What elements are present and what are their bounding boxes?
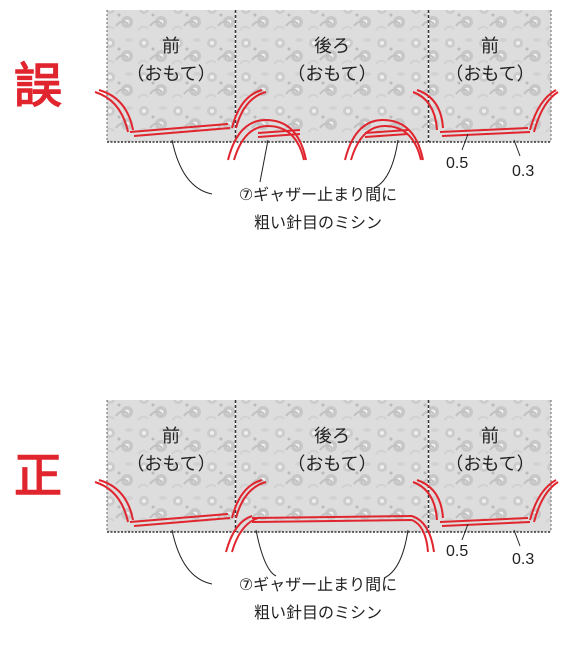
- wrong-sewing-diagram: 前 （おもて） 後ろ （おもて） 前 （おもて） 0.5 0.3: [94, 10, 559, 232]
- measurement-leaders: [461, 133, 521, 157]
- panel-label-front: 前: [481, 426, 499, 447]
- diagram-right: 正 前 （おもて） 後ろ （おもて） 前 （おもて）: [0, 390, 561, 650]
- caption-line2: 粗い針目のミシン: [254, 603, 382, 622]
- panel-side-label: （おもて）: [287, 64, 376, 85]
- caption-leaders: [171, 139, 399, 195]
- panel-label-front: 前: [162, 426, 180, 447]
- wrong-marker: 誤: [14, 58, 63, 114]
- gather-stitches: [94, 89, 559, 161]
- front-panel-right: [429, 400, 551, 532]
- panel-label-back: 後ろ: [314, 426, 350, 447]
- caption-line2: 粗い針目のミシン: [254, 213, 382, 232]
- panel-label-front: 前: [481, 36, 499, 57]
- right-sewing-diagram: 前 （おもて） 後ろ （おもて） 前 （おもて） 0.5 0.3 ⑦ギ: [94, 400, 559, 622]
- front-panel-left: [107, 10, 235, 142]
- caption-leaders: [171, 529, 409, 585]
- measurement-label: 0.3: [512, 163, 534, 180]
- panel-label-front: 前: [162, 36, 180, 57]
- right-marker: 正: [14, 448, 63, 504]
- measurement-label: 0.5: [446, 543, 468, 560]
- panel-side-label: （おもて）: [287, 454, 376, 475]
- fabric-panels: [106, 400, 552, 533]
- panel-label-back: 後ろ: [314, 36, 350, 57]
- back-panel: [236, 400, 428, 532]
- diagram-wrong: 誤 前 （おもて） 後ろ （おもて） 前 （おもて）: [0, 0, 561, 260]
- front-panel-right: [429, 10, 551, 142]
- panel-side-label: （おもて）: [445, 454, 534, 475]
- panel-side-label: （おもて）: [445, 64, 534, 85]
- panel-side-label: （おもて）: [126, 64, 215, 85]
- caption-line1: ⑦ギャザー止まり間に: [239, 185, 397, 204]
- caption-line1: ⑦ギャザー止まり間に: [239, 575, 397, 594]
- panel-side-label: （おもて）: [126, 454, 215, 475]
- front-panel-left: [107, 400, 235, 532]
- measurement-label: 0.5: [446, 155, 468, 172]
- measurement-label: 0.3: [512, 551, 534, 568]
- gather-stitches: [94, 479, 559, 553]
- measurement-leaders: [461, 523, 521, 547]
- fabric-panels: [106, 10, 552, 143]
